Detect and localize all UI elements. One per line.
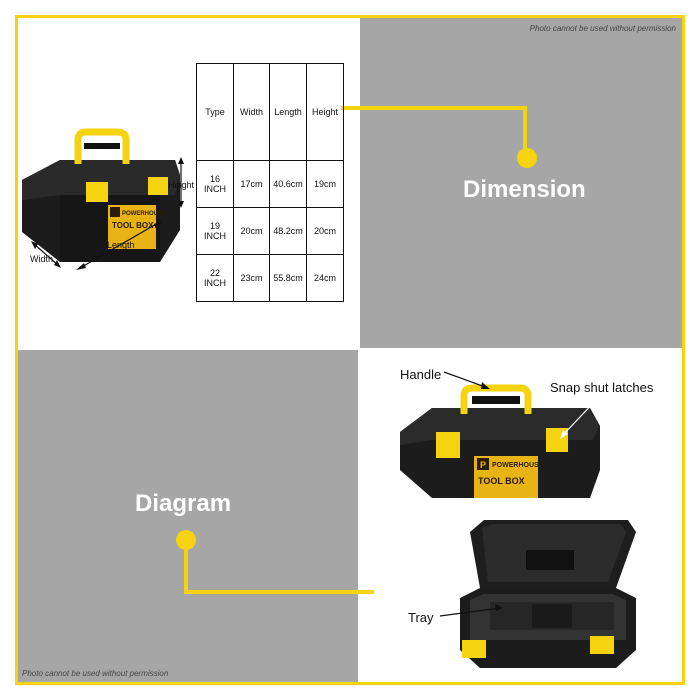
diagram-heading: Diagram xyxy=(135,490,232,517)
tool-box-text-small: TOOL BOX xyxy=(112,221,154,230)
dimension-table: Type Width Length Height 16 INCH 17cm 40… xyxy=(196,63,344,302)
permission-notice-top: Photo cannot be used without permission xyxy=(529,24,676,33)
table-cell: 55.8cm xyxy=(269,254,307,302)
tool-box-text: TOOL BOX xyxy=(478,476,525,486)
table-cell: 19cm xyxy=(306,160,344,208)
permission-notice-bottom: Photo cannot be used without permission xyxy=(22,669,169,678)
table-row: 22 INCH 23cm 55.8cm 24cm xyxy=(196,254,344,302)
table-cell: 16 INCH xyxy=(196,160,234,208)
dimension-heading: Dimension xyxy=(463,176,586,203)
table-header-row: Type Width Length Height xyxy=(196,63,344,161)
handle-callout: Handle xyxy=(400,367,442,382)
dimension-connector-horizontal xyxy=(341,106,527,110)
table-header-height: Height xyxy=(306,63,344,161)
table-cell: 22 INCH xyxy=(196,254,234,302)
logo-letter: P xyxy=(480,460,486,470)
dimension-connector-vertical xyxy=(523,106,527,154)
yellow-frame xyxy=(15,15,685,685)
diagram-label-panel xyxy=(18,350,358,682)
table-cell: 23cm xyxy=(233,254,270,302)
brand-text-small: POWERHOUSE xyxy=(122,211,166,217)
dimension-label-panel xyxy=(360,18,682,348)
table-cell: 20cm xyxy=(306,207,344,255)
width-label: Width xyxy=(30,254,54,264)
length-label: Length xyxy=(107,240,135,250)
table-header-length: Length xyxy=(269,63,307,161)
brand-text: POWERHOUSE xyxy=(492,462,544,469)
table-cell: 17cm xyxy=(233,160,270,208)
height-label: Height xyxy=(168,180,195,190)
table-row: 16 INCH 17cm 40.6cm 19cm xyxy=(196,160,344,208)
latches-callout: Snap shut latches xyxy=(550,380,654,395)
diagram-connector-vertical xyxy=(184,540,188,594)
dimension-connector-dot xyxy=(517,148,537,168)
diagram-connector-horizontal xyxy=(184,590,374,594)
diagram-connector-dot xyxy=(176,530,196,550)
tray-callout: Tray xyxy=(408,610,434,625)
table-row: 19 INCH 20cm 48.2cm 20cm xyxy=(196,207,344,255)
table-header-width: Width xyxy=(233,63,270,161)
table-header-type: Type xyxy=(196,63,234,161)
table-cell: 19 INCH xyxy=(196,207,234,255)
table-cell: 24cm xyxy=(306,254,344,302)
